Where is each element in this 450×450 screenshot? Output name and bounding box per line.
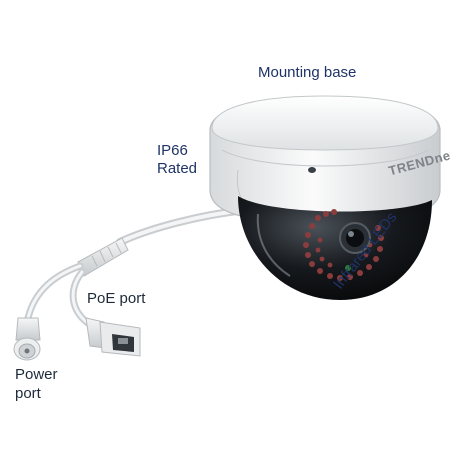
mounting-base [211, 95, 439, 151]
power-connector [13, 317, 41, 361]
label-power: Power [15, 366, 58, 383]
label-poe-port: PoE port [87, 290, 146, 307]
cable-splitter [77, 237, 129, 277]
infrared-leds [303, 209, 384, 281]
dome-camera: TRENDnet [209, 95, 450, 300]
label-port: port [15, 385, 41, 402]
rj45-connector [85, 317, 141, 357]
camera-lens [339, 222, 371, 254]
label-ip66: IP66 [157, 142, 188, 159]
label-mounting-base: Mounting base [258, 64, 357, 81]
label-rated: Rated [157, 160, 198, 177]
main-cable [116, 206, 249, 246]
